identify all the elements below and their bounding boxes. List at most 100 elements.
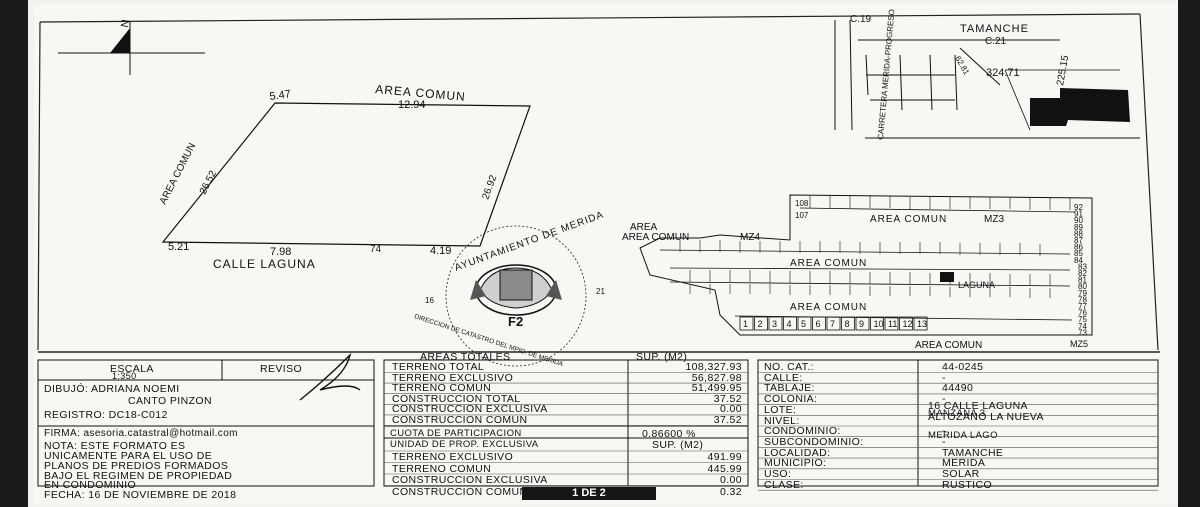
dim-bottom-4: 4.19 <box>430 245 451 257</box>
seal-right-num: 21 <box>596 287 605 296</box>
info-row-label: LOTE: <box>764 403 797 416</box>
info-row-label: CLASE: <box>764 478 804 491</box>
nota-2: UNICAMENTE PARA EL USO DE <box>44 450 213 462</box>
areas-row-value: 51,499.95 <box>691 382 742 395</box>
info-row-value: RUSTICO <box>942 478 993 491</box>
site-lot-107: 107 <box>795 211 809 220</box>
dibujo-line2: CANTO PINZON <box>128 395 212 407</box>
info-row-label: LOCALIDAD: <box>764 446 831 459</box>
bottom-lot-number: 13 <box>917 319 927 329</box>
bottom-lot-number: 5 <box>801 319 806 329</box>
north-label: N <box>119 19 132 29</box>
info-row-label: MUNICIPIO: <box>764 457 827 470</box>
escala-value: 1:350 <box>112 371 137 381</box>
loc-c19: C.19 <box>850 14 872 25</box>
right-lot-number: 84 <box>1074 256 1083 265</box>
site-area-top: AREA COMUN <box>870 214 947 225</box>
site-area-low: AREA COMUN <box>790 302 867 313</box>
bottom-lot-number: 3 <box>772 319 777 329</box>
unidad-label: UNIDAD DE PROP. EXCLUSIVA <box>390 439 539 450</box>
cuota-label: CUOTA DE PARTICIPACION <box>390 428 522 439</box>
bottom-lot-box <box>739 316 754 331</box>
info-row-value: ALTOZANO LA NUEVA <box>928 410 1044 423</box>
areas-row-value: 0.00 <box>719 403 742 416</box>
right-lot-number: 92 <box>1074 203 1083 212</box>
loc-dist2: 225.15 <box>1055 54 1071 86</box>
bottom-lot-number: 8 <box>845 319 850 329</box>
unit-row-label: CONSTRUCCION COMUN <box>392 485 528 498</box>
site-mz3: MZ3 <box>984 214 1004 225</box>
info-row-label: NIVEL: <box>764 414 800 427</box>
bottom-lot-number: 9 <box>859 319 864 329</box>
bottom-lot-box <box>768 316 783 331</box>
bottom-lot-number: 1 <box>743 319 748 329</box>
bottom-lot-box <box>870 316 884 331</box>
right-lot-number: 86 <box>1074 243 1083 252</box>
bottom-lot-box <box>783 316 797 331</box>
right-lot-number: 76 <box>1078 309 1087 318</box>
site-mz5: MZ5 <box>1070 339 1088 349</box>
site-mz4: MZ4 <box>740 232 760 243</box>
info-row-label: USO: <box>764 468 792 480</box>
right-lot-number: 91 <box>1074 210 1083 219</box>
right-lot-number: 77 <box>1078 302 1087 311</box>
nivel-extra: MERIDA LAGO <box>928 430 998 441</box>
areas-row-label: TERRENO TOTAL <box>392 361 485 373</box>
seal-left-num: 16 <box>425 296 434 305</box>
unit-row-label: TERRENO EXCLUSIVO <box>392 451 514 463</box>
seal-code: F2 <box>508 314 523 329</box>
plan-bottom-label: CALLE LAGUNA <box>213 257 316 271</box>
areas-row-value: 108,327.93 <box>685 361 742 373</box>
right-lot-number: 80 <box>1078 282 1087 291</box>
right-lot-number: 79 <box>1078 289 1087 298</box>
info-row-value: 44-0245 <box>942 361 984 373</box>
unit-row-label: TERRENO COMUN <box>392 462 492 475</box>
areas-row-label: CONSTRUCCION TOTAL <box>392 392 521 405</box>
info-row-label: CONDOMINIO: <box>764 425 841 438</box>
scan-border-right <box>1178 0 1200 507</box>
info-row-value: MERIDA <box>942 457 986 470</box>
unit-row-value: 0.00 <box>719 474 742 486</box>
dim-bottom-3: 74 <box>370 244 382 255</box>
dim-bottom-2: 7.98 <box>270 246 291 258</box>
page-indicator: 1 DE 2 <box>522 487 656 500</box>
bottom-lot-box <box>899 316 913 331</box>
site-plan: AREA COMUN AREA AREA COMUN MZ4 AREA COMU… <box>622 194 1093 351</box>
right-lot-number: 89 <box>1074 223 1083 232</box>
dim-bottom-1: 5.21 <box>168 241 189 253</box>
site-area-mid: AREA COMUN <box>790 258 867 269</box>
site-area-label: AREA <box>630 222 658 233</box>
nota-1: NOTA: ESTE FORMATO ES <box>44 440 186 452</box>
registro: REGISTRO: DC18-C012 <box>44 409 168 421</box>
areas-header: AREAS TOTALES <box>420 351 511 363</box>
areas-row-value: 37.52 <box>713 414 742 426</box>
title-block-grid <box>37 359 1159 487</box>
right-lot-number: 73 <box>1078 328 1087 337</box>
highlighted-lot <box>940 272 954 282</box>
right-lot-number: 82 <box>1078 269 1087 278</box>
cuota-value: 0.86600 % <box>642 428 696 440</box>
site-lot-108: 108 <box>795 199 809 208</box>
info-row-value: 16 CALLE LAGUNA <box>928 399 1028 412</box>
loc-c21: C.21 <box>985 36 1007 47</box>
right-lot-number: 87 <box>1074 236 1083 245</box>
bottom-lot-box <box>855 316 870 331</box>
site-area-bottom: AREA COMUN <box>915 340 982 351</box>
info-row-label: COLONIA: <box>764 393 818 406</box>
right-lot-number: 88 <box>1074 229 1083 238</box>
fecha: FECHA: 16 DE NOVIEMBRE DE 2018 <box>44 489 237 501</box>
bottom-lot-box <box>841 316 855 331</box>
info-row-value: TAMANCHE <box>942 446 1004 459</box>
info-row-value: - <box>942 393 946 406</box>
nota-3: PLANOS DE PREDIOS FORMADOS <box>44 460 229 472</box>
areas-row-label: TERRENO EXCLUSIVO <box>392 371 514 384</box>
bottom-lot-box <box>884 316 899 331</box>
bottom-lot-number: 7 <box>830 319 835 329</box>
bottom-lot-box <box>913 316 928 331</box>
right-lot-number: 85 <box>1074 249 1083 258</box>
location-map: C.19 TAMANCHE C.21 CARRETERA MERIDA-PROG… <box>834 9 1140 140</box>
